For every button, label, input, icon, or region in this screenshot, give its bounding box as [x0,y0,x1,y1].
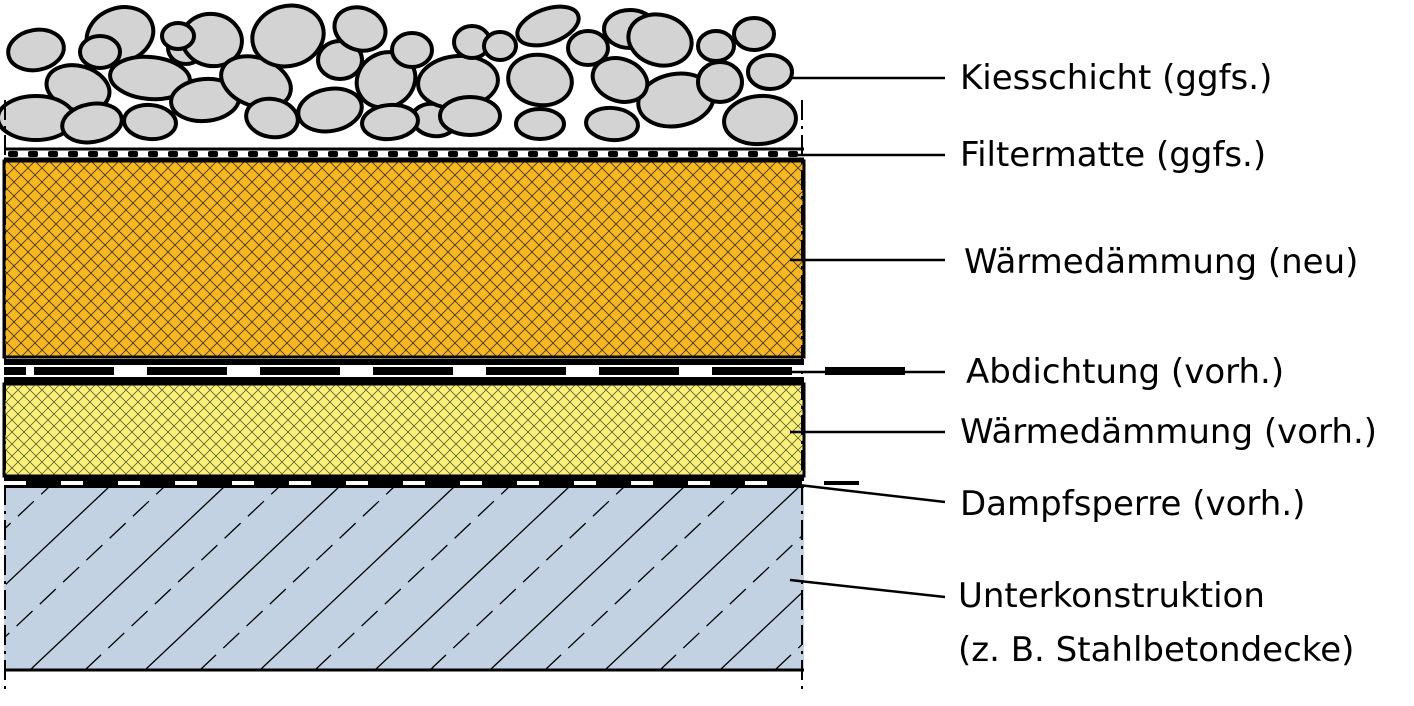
insulation-existing-layer [2,382,806,478]
label-substructure: Unterkonstruktion [958,576,1265,616]
label-vapor-barrier: Dampfsperre (vorh.) [960,484,1306,524]
filter-mat-layer [4,147,804,161]
substructure-layer [4,486,804,672]
label-gravel: Kiesschicht (ggfs.) [960,58,1273,98]
label-insulation-new: Wärmedämmung (neu) [964,242,1359,282]
label-filter-mat: Filtermatte (ggfs.) [960,135,1267,175]
leader-substructure [789,578,946,599]
gravel-layer [0,3,798,147]
leader-lines [789,76,946,599]
vapor-barrier-layer [4,476,859,488]
insulation-new-layer [2,159,806,359]
label-sealing: Abdichtung (vorh.) [966,352,1285,392]
leader-vapor-barrier [789,482,946,504]
sealing-layer [4,359,905,384]
label-insulation-existing: Wärmedämmung (vorh.) [960,412,1378,452]
label-substructure-example: (z. B. Stahlbetondecke) [958,630,1355,670]
